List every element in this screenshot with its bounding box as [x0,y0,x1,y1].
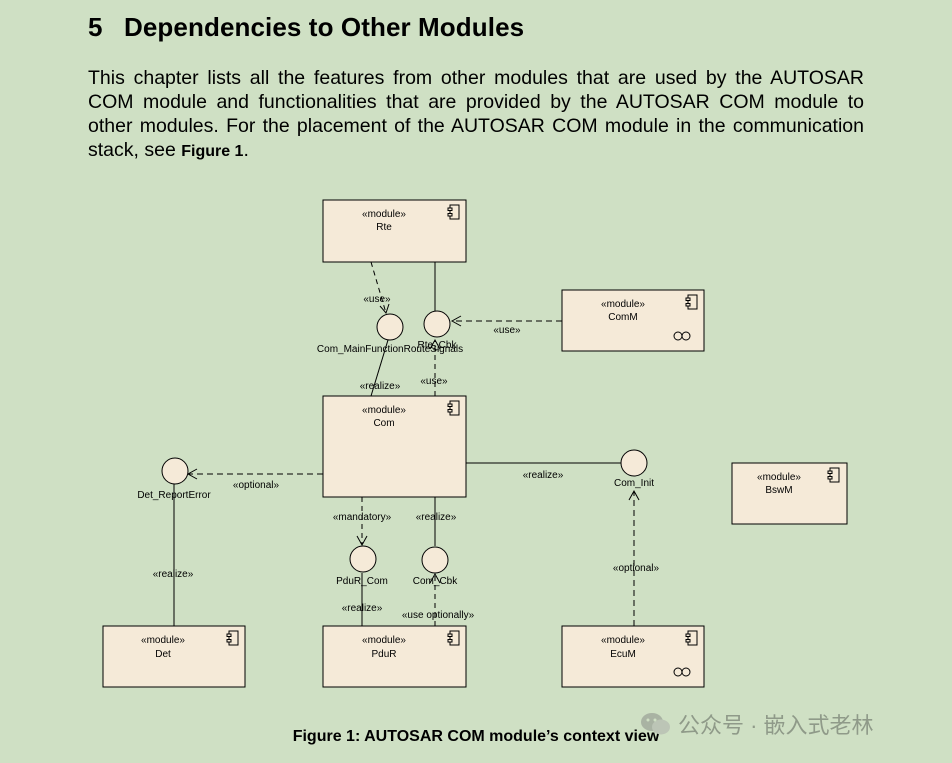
arrowhead [450,315,462,327]
interface-com-cbk-icon [421,546,449,574]
component-icon [685,630,698,646]
edge-label-optional: «optional» [233,480,280,491]
module-name: PduR [371,649,396,660]
interface-pdur-com-icon [349,545,377,573]
watermark-text: 公众号 · 嵌入式老林 [678,713,874,738]
component-icon [447,204,460,220]
interface-label-rte-cbk: Rte_Cbk [418,340,458,351]
arrowhead [356,535,368,547]
module-name: Com [373,418,394,429]
module-det: «module» Det [102,625,246,688]
arrowhead [379,303,390,314]
edge-label-realize: «realize» [416,512,457,523]
interface-label-pdur-com: PduR_Com [336,576,388,587]
component-icon [685,294,698,310]
edge-label-realize: «realize» [360,381,401,392]
rte-use-line [370,261,387,314]
interface-label-com-cbk: Com_Cbk [413,576,458,587]
section-heading: 5 Dependencies to Other Modules [88,12,524,43]
edge-label-realize: «realize» [523,470,564,481]
edge-label-use: «use» [363,294,391,305]
arrowhead [429,572,441,584]
component-icon [447,400,460,416]
component-icon [827,467,840,483]
module-ecum: «module» EcuM [561,625,705,688]
module-rte: «module» Rte [322,199,467,263]
module-name: ComM [608,312,637,323]
interface-label-det-reporterror: Det_ReportError [137,490,211,501]
module-bswm: «module» BswM [731,462,848,525]
interface-rte-cbk-icon [423,310,451,338]
interface-com-init-icon [620,449,648,477]
section-title: Dependencies to Other Modules [124,12,525,42]
arrowhead [429,338,441,350]
interface-label-com-init: Com_Init [614,478,654,489]
wechat-icon [640,711,672,737]
module-name: Rte [376,222,392,233]
module-comm: «module» ComM [561,289,705,352]
stereotype-label: «module» [362,405,406,416]
edge-label-realize: «realize» [153,569,194,580]
edge-label-realize: «realize» [342,603,383,614]
arrowhead [628,489,640,501]
edge-label-optional: «optional» [613,563,660,574]
stereotype-label: «module» [757,472,801,483]
module-name: EcuM [610,649,636,660]
stereotype-label: «module» [362,209,406,220]
watermark: 公众号 · 嵌入式老林 [640,708,874,740]
edge-label-use-optionally: «use optionally» [402,610,475,621]
interface-com-mainfunction-icon [376,313,404,341]
paragraph-text: This chapter lists all the features from… [88,67,864,161]
edge-label-use: «use» [493,325,521,336]
figure-reference: Figure 1 [181,143,244,160]
com-realize-line [370,339,389,397]
module-com: «module» Com [322,395,467,498]
figure-caption: Figure 1: AUTOSAR COM module’s context v… [292,728,660,745]
paragraph-end: . [243,139,249,161]
stereotype-label: «module» [141,635,185,646]
edge-label-use: «use» [420,376,448,387]
interface-label-com-mainfunction: Com_MainFunctionRouteSignals [317,344,463,355]
component-icon [226,630,239,646]
stereotype-label: «module» [362,635,406,646]
stereotype-label: «module» [601,635,645,646]
module-name: Det [155,649,171,660]
edge-label-mandatory: «mandatory» [333,512,392,523]
interface-det-reporterror-icon [161,457,189,485]
module-name: BswM [765,485,792,496]
section-number: 5 [88,12,103,42]
stereotype-label: «module» [601,299,645,310]
component-icon [447,630,460,646]
intro-paragraph: This chapter lists all the features from… [88,66,864,164]
module-pdur: «module» PduR [322,625,467,688]
